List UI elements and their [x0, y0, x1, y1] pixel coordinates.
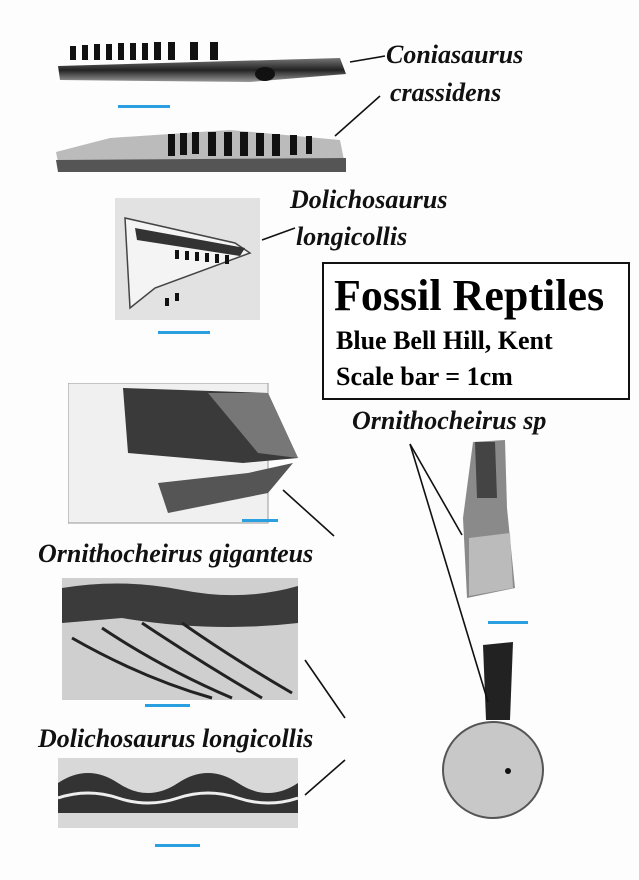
label-coniasaurus-genus: Coniasaurus — [386, 40, 524, 69]
label-ornithocheirus-sp: Ornithocheirus sp — [352, 406, 547, 435]
scale-bar — [242, 519, 278, 522]
scale-note: Scale bar = 1cm — [336, 362, 513, 391]
dolichosaurus-jaw-photo — [115, 198, 260, 320]
label-dolichosaurus-longicollis: Dolichosaurus longicollis — [38, 724, 314, 753]
scale-bar — [118, 105, 170, 108]
scale-bar — [488, 621, 528, 624]
label-ornithocheirus-giganteus: Ornithocheirus giganteus — [38, 539, 314, 568]
label-dolichosaurus-genus: Dolichosaurus — [290, 185, 448, 214]
plate-title: Fossil Reptiles — [334, 271, 605, 320]
ornithocheirus-giganteus-skull-photo — [68, 383, 298, 524]
ornithocheirus-bone-photo-1 — [463, 440, 515, 598]
label-coniasaurus-species: crassidens — [390, 78, 502, 107]
ornithocheirus-bone-photo-2 — [442, 642, 544, 819]
vertebrae-photo-1 — [62, 578, 298, 700]
scale-bar — [155, 844, 200, 847]
coniasaurus-jaw-photo-2 — [56, 130, 346, 172]
plate-location: Blue Bell Hill, Kent — [336, 326, 553, 355]
vertebrae-photo-2 — [58, 758, 298, 828]
title-box: Fossil Reptiles Blue Bell Hill, Kent Sca… — [322, 262, 630, 400]
coniasaurus-jaw-photo-1 — [58, 42, 346, 82]
scale-bar — [158, 331, 210, 334]
scale-bar — [145, 704, 190, 707]
label-dolichosaurus-species: longicollis — [296, 222, 408, 251]
